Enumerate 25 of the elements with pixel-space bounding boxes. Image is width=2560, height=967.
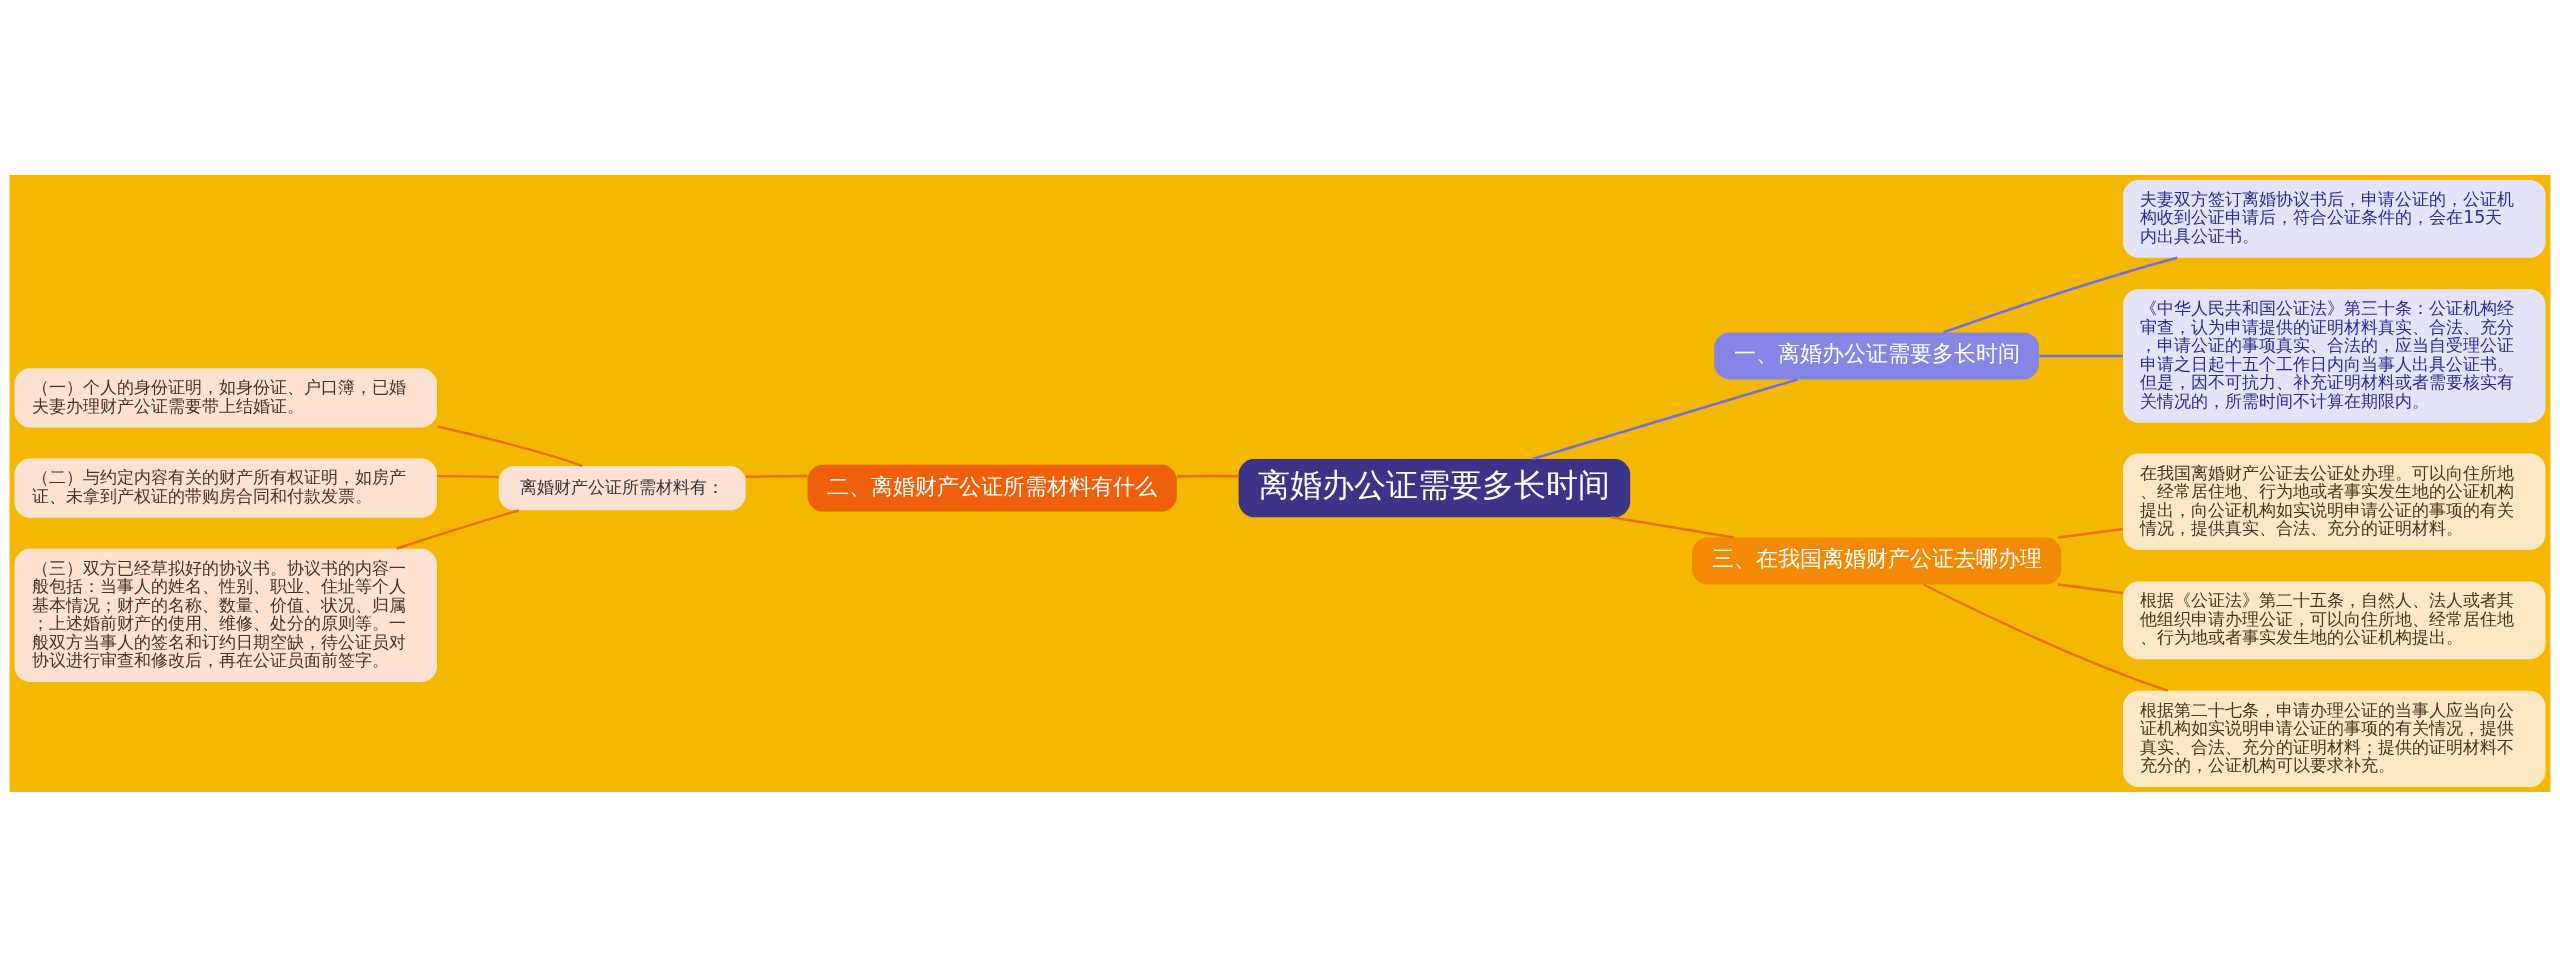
node-box: 在我国离婚财产公证去公证处办理。可以向住所地、经常居住地、行为地或者事实发生地的公证机构提出，向公证机构如实说明申请公证的事项的有关情况，提供真实、合法、充分的证明材料。 — [2123, 453, 2546, 550]
connector — [1177, 474, 1239, 478]
node-box: 离婚财产公证所需材料有： — [498, 465, 746, 511]
connector — [2039, 354, 2123, 358]
connector — [2057, 583, 2123, 595]
node-box: 一、离婚办公证需要多长时间 — [1714, 332, 2040, 380]
connector — [437, 425, 583, 467]
node-box: 根据《公证法》第二十五条，自然人、法人或者其他组织申请办理公证，可以向住所地、经常居住地、行为地或者事实发生地的公证机构提出。 — [2123, 581, 2546, 660]
node-box: 三、在我国离婚财产公证去哪办理 — [1691, 537, 2062, 585]
connector — [1923, 583, 2169, 692]
node-box: 离婚办公证需要多长时间 — [1238, 459, 1631, 518]
node-box: 根据第二十七条，申请办理公证的当事人应当向公证机构如实说明申请公证的事项的有关情况，提供真实、合法、充分的证明材料；提供的证明材料不充分的，公证机构可以要求补充。 — [2123, 690, 2546, 788]
connector — [1610, 516, 1734, 539]
node-box: （三）双方已经草拟好的协议书。协议书的内容一般包括：当事人的姓名、性别、职业、住址等个人基本情况；财产的名称、数量、价值、状况、归属；上述婚前财产的使用、维修、处分的原则等。一般双方当事人的签名和订约日期空缺，待公证员对协议进行审查和修改后，再在公证员面前签字。 — [14, 548, 437, 683]
node-box: 夫妻双方签订离婚协议书后，申请公证的，公证机构收到公证申请后，符合公证条件的，会在15天内出具公证书。 — [2123, 179, 2546, 258]
node-box: 《中华人民共和国公证法》第三十条：公证机构经审查，认为申请提供的证明材料真实、合法、充分，申请公证的事项真实、合法的，应当自受理公证申请之日起十五个工作日内向当事人出具公证书。但是，因不可抗力、补充证明材料或者需要核实有关情况的，所需时间不计算在期限内。 — [2123, 289, 2546, 423]
node-box: 二、离婚财产公证所需材料有什么 — [807, 464, 1177, 512]
connector — [1532, 378, 1798, 461]
node-box: （二）与约定内容有关的财产所有权证明，如房产证、未拿到产权证的带购房合同和付款发票。 — [14, 458, 437, 518]
connector — [745, 474, 808, 478]
connector — [396, 509, 519, 550]
connector — [1943, 256, 2178, 334]
connector — [437, 474, 499, 479]
connector — [2057, 527, 2123, 539]
node-box: （一）个人的身份证明，如身份证、户口簿，已婚夫妻办理财产公证需要带上结婚证。 — [14, 368, 437, 428]
